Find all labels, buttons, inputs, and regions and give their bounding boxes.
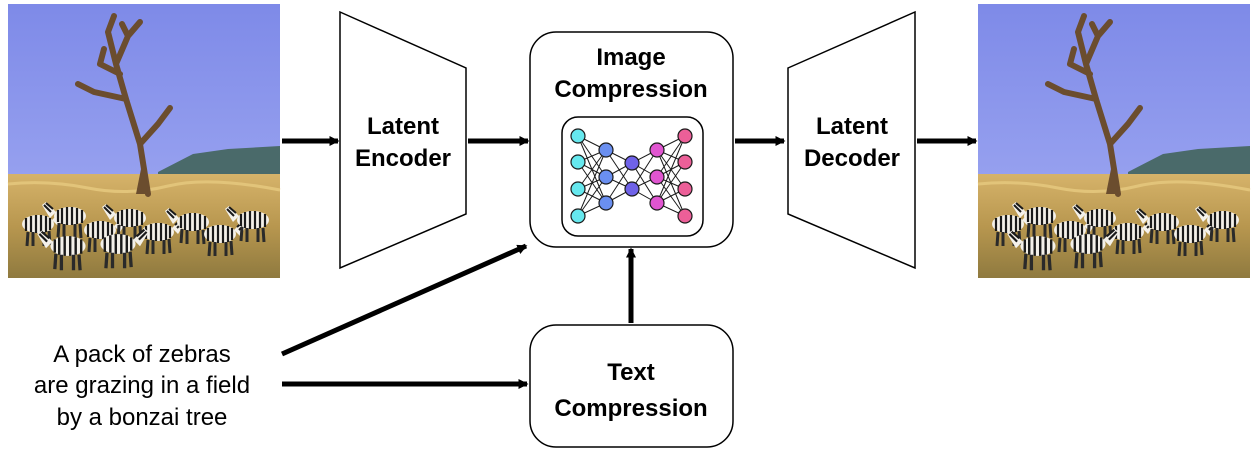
encoder-label-line2: Encoder — [355, 145, 451, 172]
text-compression-block: Text Compression — [529, 324, 734, 448]
image-compression-label-line2: Compression — [554, 76, 707, 103]
arrow-caption-to-image-compression — [280, 243, 528, 357]
text-compression-label-line1: Text — [607, 359, 655, 386]
caption-line-2: are grazing in a field — [34, 372, 250, 399]
latent-decoder: Latent Decoder — [787, 10, 916, 270]
decoder-label-line2: Decoder — [804, 145, 900, 172]
text-prompt-caption: A pack of zebras are grazing in a field … — [34, 341, 250, 431]
caption-line-3: by a bonzai tree — [57, 404, 228, 431]
neural-network-icon — [561, 116, 704, 237]
latent-encoder: Latent Encoder — [339, 10, 467, 270]
text-compression-label-line2: Compression — [554, 395, 707, 422]
input-image — [8, 4, 280, 278]
image-compression-block: Image Compression — [529, 31, 734, 248]
image-compression-label-line1: Image — [596, 44, 665, 71]
caption-line-1: A pack of zebras — [53, 341, 230, 368]
encoder-label-line1: Latent — [367, 113, 439, 140]
decoder-label-line1: Latent — [816, 113, 888, 140]
output-image — [978, 4, 1250, 278]
